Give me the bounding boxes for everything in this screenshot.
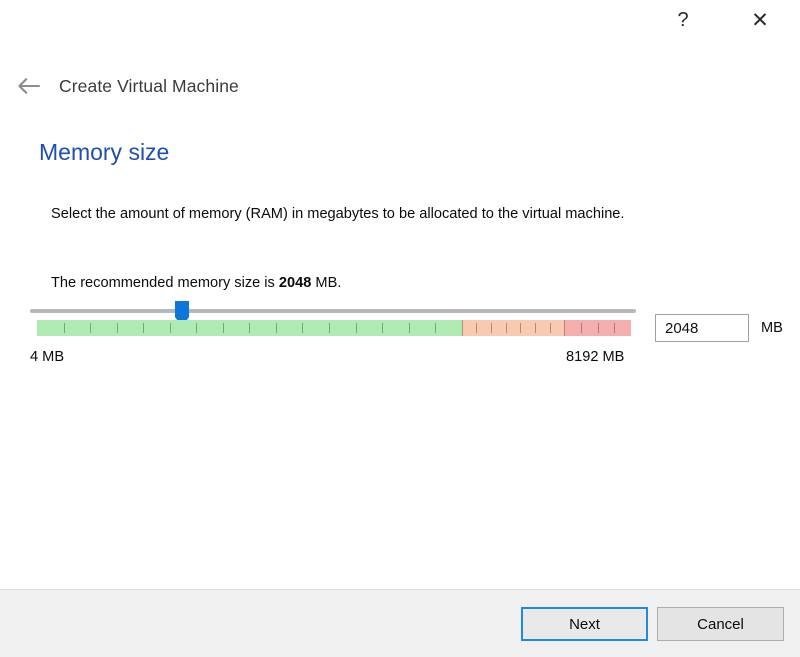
scale-tick	[63, 323, 65, 333]
recommended-prefix: The recommended memory size is	[51, 275, 279, 291]
scale-tick	[408, 323, 410, 333]
scale-tick	[549, 323, 551, 333]
scale-tick	[505, 323, 507, 333]
recommended-suffix: MB.	[311, 275, 342, 291]
memory-unit-label: MB	[761, 320, 783, 336]
cancel-button[interactable]: Cancel	[657, 607, 784, 641]
recommended-value: 2048	[278, 275, 312, 291]
scale-tick	[597, 323, 599, 333]
scale-zone-divider	[564, 320, 566, 336]
page-title: Memory size	[39, 139, 170, 165]
slider-min-label: 4 MB	[30, 349, 65, 365]
scale-tick	[476, 323, 478, 333]
wizard-header: Create Virtual Machine	[0, 69, 800, 103]
memory-size-input[interactable]	[656, 315, 800, 341]
scale-tick	[614, 323, 616, 333]
wizard-title: Create Virtual Machine	[59, 75, 239, 96]
scale-tick	[581, 323, 583, 333]
scale-tick	[328, 323, 330, 333]
scale-tick	[535, 323, 537, 333]
scale-zone-safe	[37, 320, 462, 336]
scale-tick	[249, 323, 251, 333]
page-description: Select the amount of memory (RAM) in meg…	[51, 206, 625, 222]
scale-zone-warning	[461, 320, 565, 336]
scale-tick	[382, 323, 384, 333]
scale-tick	[116, 323, 118, 333]
next-button[interactable]: Next	[521, 607, 648, 641]
scale-tick	[520, 323, 522, 333]
dialog-footer: Next Cancel	[0, 589, 800, 657]
slider-track[interactable]	[30, 309, 636, 313]
scale-tick	[169, 323, 171, 333]
memory-size-slider[interactable]	[30, 300, 638, 342]
scale-tick	[275, 323, 277, 333]
scale-zone-danger	[564, 320, 631, 336]
scale-tick	[302, 323, 304, 333]
window-titlebar: ? ✕	[0, 0, 800, 46]
scale-tick	[491, 323, 493, 333]
scale-tick	[435, 323, 437, 333]
left-arrow-icon	[18, 78, 41, 94]
slider-max-label: 8192 MB	[566, 349, 625, 365]
scale-tick	[222, 323, 224, 333]
close-button[interactable]: ✕	[737, 0, 783, 40]
back-arrow-icon[interactable]	[14, 71, 44, 101]
memory-scale-bar	[37, 320, 631, 336]
scale-tick	[143, 323, 145, 333]
memory-size-spinbox[interactable]	[655, 314, 800, 342]
recommended-memory-text: The recommended memory size is 2048 MB.	[51, 272, 723, 295]
scale-tick	[196, 323, 198, 333]
scale-tick	[90, 323, 92, 333]
scale-zone-divider	[461, 320, 463, 336]
scale-tick	[355, 323, 357, 333]
help-button[interactable]: ?	[660, 0, 706, 40]
memory-size-field-group: MB	[655, 314, 800, 342]
